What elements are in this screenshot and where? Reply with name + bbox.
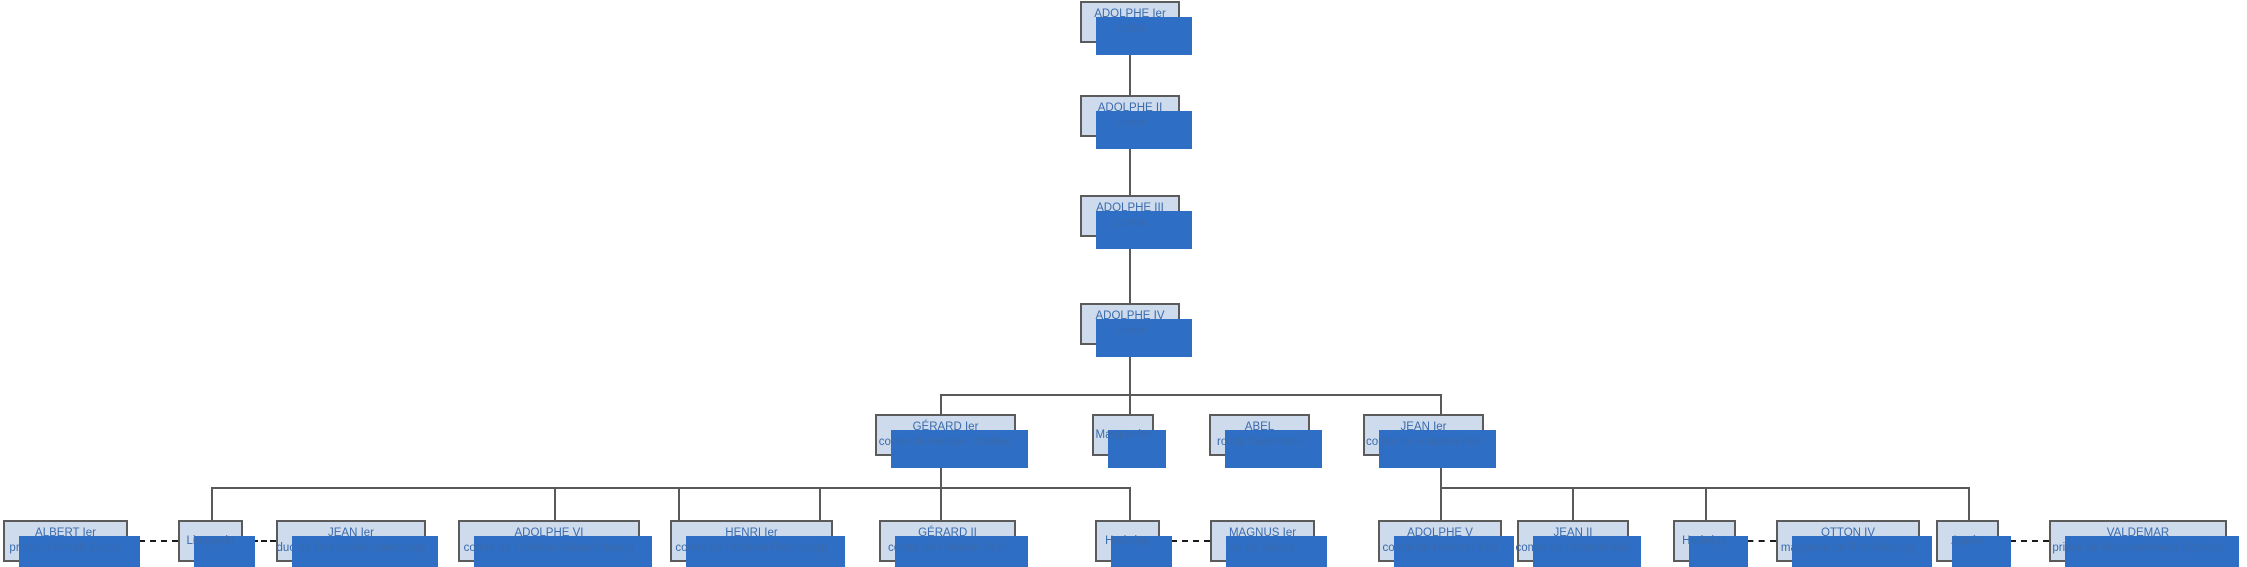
node-adolphe2[interactable]: ADOLPHE II comte	[1080, 95, 1192, 149]
drop-gerard1-to-bus	[940, 456, 942, 488]
node-name: JEAN Ier	[1400, 421, 1447, 434]
node-adolphe1[interactable]: ADOLPHE Ier comte	[1080, 1, 1192, 55]
node-name: GÉRARD Ier	[912, 421, 979, 434]
node-adolphe3[interactable]: ADOLPHE III comte	[1080, 195, 1192, 249]
node-henri1[interactable]: HENRI Ier comte de Holstein-Rendsburg	[670, 520, 845, 567]
node-title: prince d'Anhalt-Zerbst	[9, 542, 122, 554]
node-title: prince de Mecklembourg-Rostock	[2052, 542, 2224, 554]
node-name: ADOLPHE VI	[514, 527, 584, 540]
node-name: ADOLPHE II	[1097, 102, 1163, 115]
node-adolphe5[interactable]: ADOLPHE V comte de Holstein-Kiel	[1378, 520, 1514, 567]
connector-adolphe2-adolphe3	[1129, 137, 1131, 195]
node-name: ADOLPHE V	[1407, 527, 1473, 540]
node-name: VALDEMAR	[2106, 527, 2170, 540]
node-name: MAGNUS Ier	[1228, 527, 1297, 540]
node-title: comte de Holstein-Kiel	[1365, 436, 1482, 448]
node-name: GÉRARD II	[918, 527, 977, 540]
node-name: Hedwige	[1105, 534, 1150, 547]
drop-jean2	[1572, 487, 1574, 520]
node-name: Liutgarde	[186, 534, 235, 547]
node-title: comte de Holstein-Kiel	[1382, 542, 1498, 554]
node-valdemar[interactable]: VALDEMAR prince de Mecklembourg-Rostock	[2049, 520, 2239, 567]
bus-agnes-branch	[1705, 487, 1969, 489]
node-title: roi du Danemark	[1216, 436, 1302, 448]
drop-henri1	[819, 487, 821, 520]
drop-liutgarde	[211, 487, 213, 520]
marriage-link-albert1-liutgarde	[128, 540, 178, 542]
node-agnes[interactable]: Agnès	[1936, 520, 2011, 567]
node-otton4[interactable]: OTTON IV margrave de Brandebourg	[1776, 520, 1932, 567]
node-title: comte	[1114, 23, 1146, 35]
connector-adolphe4-bus	[1129, 345, 1131, 395]
marriage-link-hedwige1-magnus1	[1160, 540, 1210, 542]
node-jean1kiel[interactable]: JEAN Ier comte de Holstein-Kiel	[1363, 414, 1496, 468]
drop-jean1brun	[554, 487, 556, 520]
node-name: ADOLPHE IV	[1095, 310, 1165, 323]
drop-agnes	[1968, 487, 1970, 520]
connector-adolphe1-adolphe2	[1129, 43, 1131, 95]
node-liutgarde[interactable]: Liutgarde	[178, 520, 255, 567]
node-name: ADOLPHE III	[1096, 202, 1164, 215]
node-title: comte de Holstein-Itzehoe	[878, 436, 1013, 448]
node-albert1[interactable]: ALBERT Ier prince d'Anhalt-Zerbst	[3, 520, 140, 567]
node-jean1brun[interactable]: JEAN Ier duc de Brunswick-Lunebourg	[276, 520, 438, 567]
node-title: comte	[1114, 217, 1146, 229]
node-title: comte de Holstein-Rendsburg	[675, 542, 828, 554]
connector-adolphe3-adolphe4	[1129, 237, 1131, 303]
node-name: ADOLPHE Ier	[1094, 8, 1166, 21]
drop-gerard2	[940, 487, 942, 520]
node-title: roi de Suède	[1229, 542, 1296, 554]
drop-marguerite	[1129, 394, 1131, 414]
node-name: JEAN II	[1553, 527, 1593, 540]
node-name: HENRI Ier	[725, 527, 778, 540]
drop-gerard1	[940, 394, 942, 414]
node-title: comte de Holstein-Kiel	[1515, 542, 1631, 554]
node-hedwige2[interactable]: Hedwige	[1673, 520, 1748, 567]
node-title: comte	[1114, 325, 1146, 337]
node-adolphe6[interactable]: ADOLPHE VI comte de Holstein-Schauenbour…	[458, 520, 652, 567]
marriage-link-agnes-valdemar	[1999, 540, 2049, 542]
node-name: ABEL	[1244, 421, 1275, 434]
drop-hedwige1	[1129, 487, 1131, 520]
node-magnus1[interactable]: MAGNUS Ier roi de Suède	[1210, 520, 1327, 567]
node-title: margrave de Brandebourg	[1780, 542, 1916, 554]
bus-hedwige1-branch	[940, 487, 1130, 489]
marriage-link-liutgarde-jean1brun	[243, 540, 276, 542]
drop-adolphe5	[1440, 487, 1442, 520]
bus-generation-6-left	[211, 487, 942, 489]
node-gerard1[interactable]: GÉRARD Ier comte de Holstein-Itzehoe	[875, 414, 1028, 468]
node-title: comte de Holstein-Schauenbourg	[463, 542, 635, 554]
drop-adolphe6	[678, 487, 680, 520]
drop-jean1kiel-to-bus	[1440, 456, 1442, 488]
node-marguerite[interactable]: Marguerite	[1092, 414, 1166, 468]
drop-jean1kiel	[1440, 394, 1442, 414]
node-jean2[interactable]: JEAN II comte de Holstein-Kiel	[1515, 520, 1641, 567]
node-title: comte de Holstein-Plon	[888, 542, 1007, 554]
node-hedwige1[interactable]: Hedwige	[1095, 520, 1172, 567]
node-name: OTTON IV	[1820, 527, 1876, 540]
node-name: Agnès	[1951, 534, 1984, 547]
node-name: Marguerite	[1095, 428, 1151, 441]
node-name: JEAN Ier	[327, 527, 374, 540]
bus-generation-5	[940, 394, 1442, 396]
node-title: comte	[1114, 117, 1146, 129]
node-name: Hedwige	[1682, 534, 1727, 547]
marriage-link-hedwige2-otton4	[1736, 540, 1776, 542]
node-name: ALBERT Ier	[35, 527, 96, 540]
drop-hedwige2	[1705, 487, 1707, 520]
node-abel[interactable]: ABEL roi du Danemark	[1209, 414, 1322, 468]
node-gerard2[interactable]: GÉRARD II comte de Holstein-Plon	[879, 520, 1028, 567]
node-title: duc de Brunswick-Lunebourg	[276, 542, 426, 554]
node-adolphe4[interactable]: ADOLPHE IV comte	[1080, 303, 1192, 357]
